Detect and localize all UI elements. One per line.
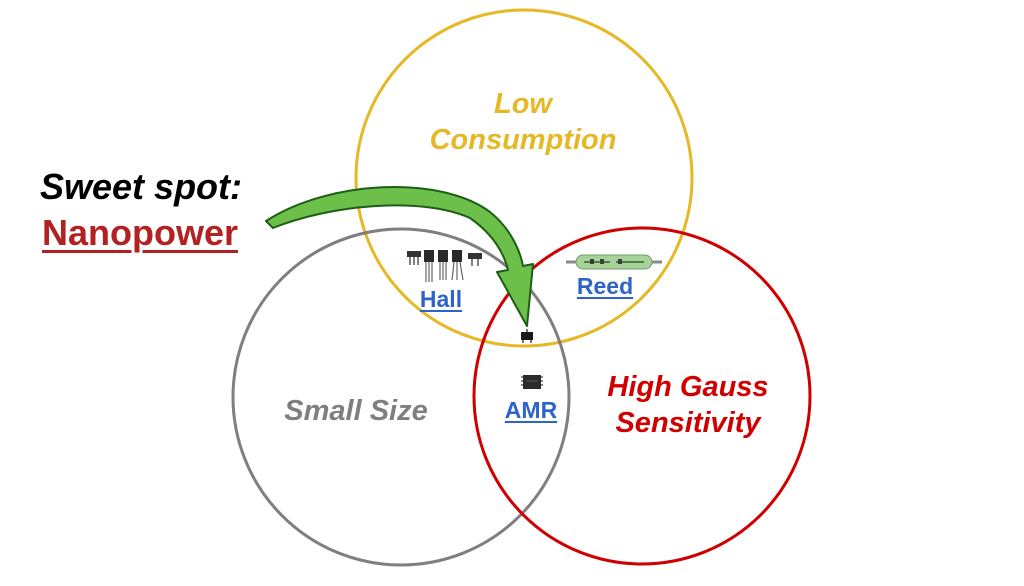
slide-highlight: Nanopower xyxy=(42,212,239,253)
reed-switch-icon xyxy=(566,254,662,270)
reed-link[interactable]: Reed xyxy=(576,273,634,299)
circle-high-gauss-sensitivity xyxy=(472,226,812,566)
amr-link[interactable]: AMR xyxy=(504,397,558,423)
label-high-gauss-line-2: Sensitivity xyxy=(615,406,761,439)
label-high-gauss-sensitivity: High Gauss Sensitivity xyxy=(607,370,768,442)
soic8-chip-icon xyxy=(521,375,543,389)
label-small-size: Small Size xyxy=(284,394,427,430)
circle-low-consumption xyxy=(354,8,694,348)
hall-sensor-packages-icon xyxy=(407,250,482,282)
label-low-consumption: Low Consumption xyxy=(430,87,617,159)
label-small-size-line-1: Small Size xyxy=(284,395,428,427)
label-low-consumption-line-1: Low xyxy=(493,88,552,120)
label-high-gauss-line-1: High Gauss xyxy=(607,371,769,403)
curved-arrow-icon xyxy=(265,186,534,327)
sot23-chip-icon xyxy=(521,329,533,343)
label-low-consumption-line-2: Consumption xyxy=(429,123,617,156)
slide-heading: Sweet spot: xyxy=(40,166,243,207)
hall-link[interactable]: Hall xyxy=(419,286,463,312)
circle-small-size xyxy=(231,227,571,567)
